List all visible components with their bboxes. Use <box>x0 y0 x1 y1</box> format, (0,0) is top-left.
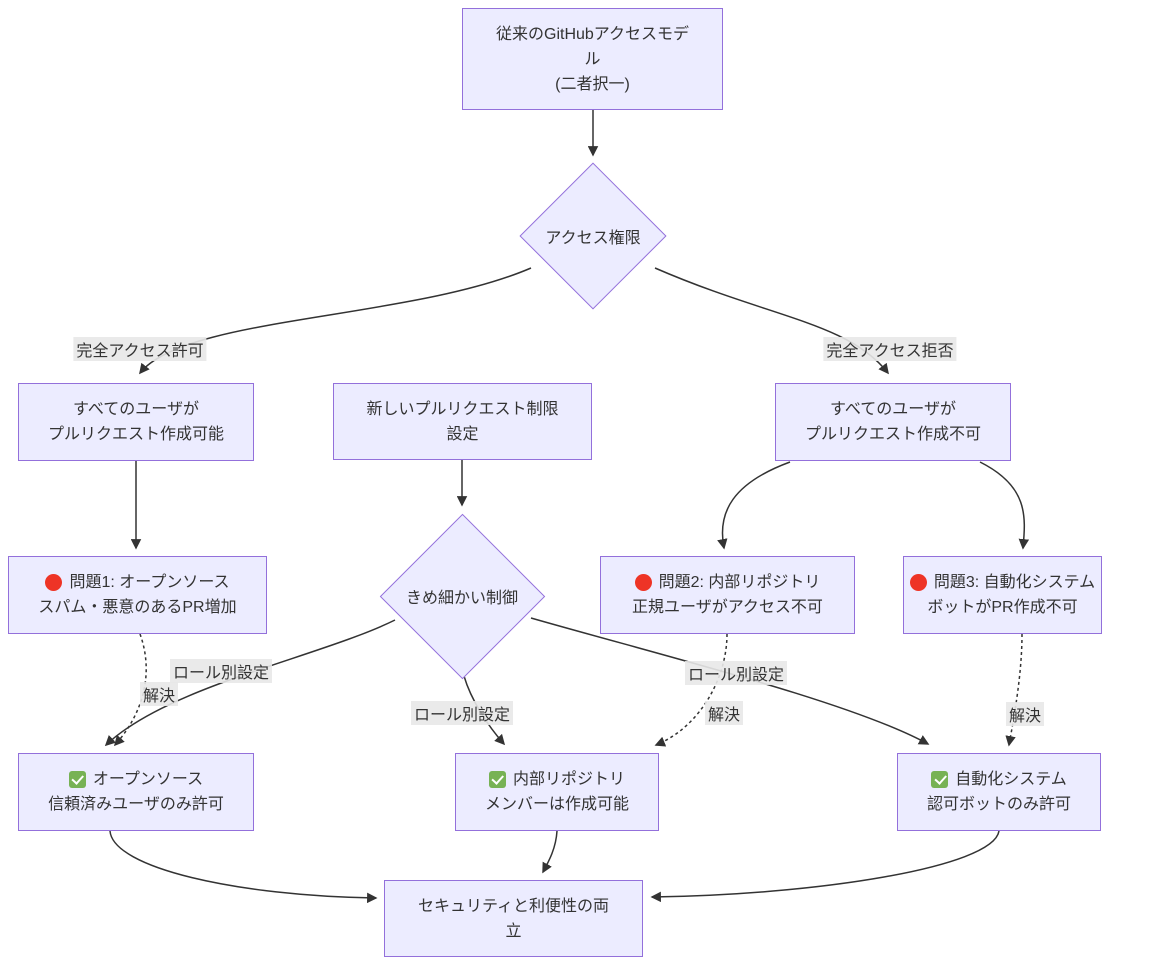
edge-deny-to-problem3 <box>979 461 1030 550</box>
node-label: プルリクエスト作成不可 <box>804 426 981 443</box>
decision-access-rights: アクセス権限 <box>519 162 667 310</box>
node-label: メンバーは作成可能 <box>484 796 629 813</box>
node-label: スパム・悪意のあるPR増加 <box>38 599 237 616</box>
node-label: ボットがPR作成不可 <box>927 599 1078 616</box>
node-solution1-opensource: オープンソース 信頼済みユーザのみ許可 <box>18 753 254 831</box>
node-goal-security-convenience: セキュリティと利便性の両 立 <box>384 880 643 957</box>
edge-solution3-to-goal <box>650 830 1000 903</box>
node-deny-all-users: すべてのユーザが プルリクエスト作成不可 <box>775 383 1011 461</box>
node-label: 立 <box>505 922 522 940</box>
node-solution3-automation: 自動化システム 認可ボットのみ許可 <box>897 753 1101 831</box>
edge-label-full-deny: 完全アクセス拒否 <box>823 337 957 361</box>
edge-label-resolve-left: 解決 <box>139 682 179 706</box>
node-label: 問題2: 内部リポジトリ <box>658 574 821 591</box>
node-label: プルリクエスト作成可能 <box>47 426 224 443</box>
node-new-pr-settings: 新しいプルリクエスト制限 設定 <box>333 383 592 460</box>
node-label: ル <box>584 50 601 68</box>
node-problem2-internal-repo: 問題2: 内部リポジトリ 正規ユーザがアクセス不可 <box>600 556 855 634</box>
red-circle-icon <box>909 574 927 591</box>
decision-label: アクセス権限 <box>545 230 641 247</box>
decision-fine-grained-control: きめ細かい制御 <box>379 513 545 679</box>
node-problem1-opensource: 問題1: オープンソース スパム・悪意のあるPR増加 <box>8 556 267 634</box>
edge-solution2-to-goal <box>542 830 558 874</box>
node-label: 新しいプルリクエスト制限 <box>366 400 559 418</box>
node-label: すべてのユーザが <box>73 401 199 418</box>
node-label: 信頼済みユーザのみ許可 <box>48 796 224 813</box>
edge-label-resolve-mid: 解決 <box>704 701 744 725</box>
green-check-icon <box>68 771 86 788</box>
decision-label: きめ細かい制御 <box>405 590 518 607</box>
node-label: すべてのユーザが <box>830 401 956 418</box>
red-circle-icon <box>634 574 652 591</box>
red-circle-icon <box>45 574 63 591</box>
node-label: (二者択一) <box>555 75 630 93</box>
edge-label-resolve-right: 解決 <box>1005 702 1045 726</box>
node-legacy-model: 従来のGitHubアクセスモデ ル (二者択一) <box>462 8 723 110</box>
node-label: 内部リポジトリ <box>512 771 625 788</box>
node-allow-all-users: すべてのユーザが プルリクエスト作成可能 <box>18 383 254 461</box>
node-label: 問題3: 自動化システム <box>933 574 1096 591</box>
edge-solution1-to-goal <box>109 830 378 904</box>
green-check-icon <box>488 771 506 788</box>
edge-label-role-config-right: ロール別設定 <box>684 661 788 685</box>
node-label: 問題1: オープンソース <box>69 574 230 591</box>
node-label: 設定 <box>446 425 479 443</box>
edge-label-full-allow: 完全アクセス許可 <box>73 337 207 361</box>
green-check-icon <box>931 771 949 788</box>
edge-label-role-config-left: ロール別設定 <box>169 659 273 683</box>
edge-problem2-to-solution2-dotted <box>654 633 728 747</box>
node-label: オープンソース <box>92 771 204 788</box>
edge-label-role-config-mid: ロール別設定 <box>410 701 514 725</box>
node-label: 認可ボットのみ許可 <box>926 796 1071 813</box>
node-label: 正規ユーザがアクセス不可 <box>632 599 823 616</box>
node-label: セキュリティと利便性の両 <box>417 897 610 915</box>
node-problem3-automation: 問題3: 自動化システム ボットがPR作成不可 <box>903 556 1102 634</box>
edge-deny-to-problem2 <box>717 461 791 550</box>
node-solution2-internal-repo: 内部リポジトリ メンバーは作成可能 <box>455 753 659 831</box>
node-label: 従来のGitHubアクセスモデ <box>496 25 689 43</box>
node-label: 自動化システム <box>955 771 1067 788</box>
edge-problem3-to-solution3-dotted <box>1005 633 1023 747</box>
